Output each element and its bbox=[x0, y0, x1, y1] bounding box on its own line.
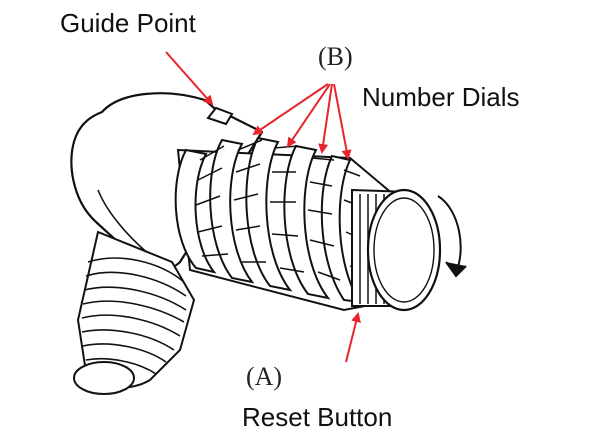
reset-button-label: Reset Button bbox=[242, 402, 393, 432]
dial-arrow-1 bbox=[252, 83, 329, 136]
threaded-stem bbox=[73, 230, 196, 395]
reset-callout-letter: (A) bbox=[246, 362, 283, 391]
dial-arrow-4 bbox=[333, 83, 352, 160]
annotation-arrows bbox=[165, 51, 361, 363]
guide-point-label: Guide Point bbox=[60, 8, 196, 38]
dial-callout-letter: (B) bbox=[318, 42, 353, 71]
number-dials-label: Number Dials bbox=[362, 82, 520, 112]
rotation-arrow-icon bbox=[437, 195, 467, 278]
guide-point-arrow bbox=[165, 51, 214, 106]
dial-arrow-2 bbox=[286, 83, 331, 148]
reset-knob bbox=[351, 188, 442, 312]
guide-point-nub bbox=[206, 106, 234, 126]
reset-arrow bbox=[345, 312, 361, 363]
dial-arrow-3 bbox=[318, 83, 333, 154]
dial-ribs bbox=[195, 139, 369, 281]
